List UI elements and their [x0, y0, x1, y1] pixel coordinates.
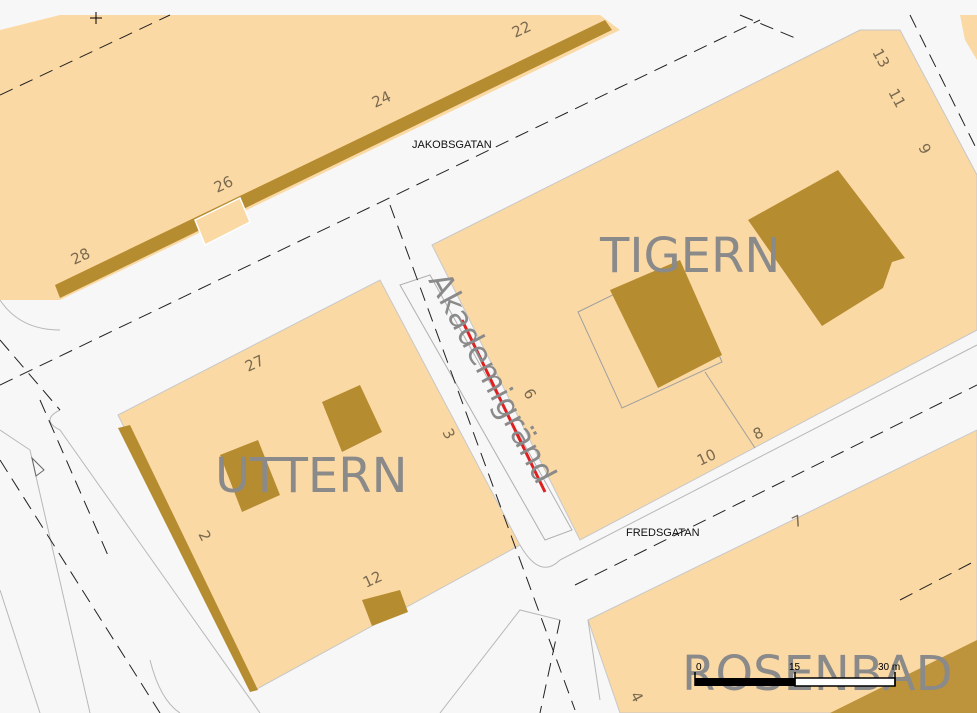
- selected-route[interactable]: [460, 319, 547, 493]
- block-label-uttern: UTTERN: [215, 448, 408, 504]
- lane-akademigrand: [399, 274, 573, 541]
- block-label-tigern: TIGERN: [599, 228, 780, 284]
- street-label-fredsgatan: FREDSGATAN: [626, 527, 700, 539]
- block-label-rosenbad: ROSENBAD: [682, 646, 953, 702]
- crosshair-icon: [90, 12, 102, 24]
- scale-label-0: 0: [696, 662, 702, 673]
- curbs: [0, 299, 977, 713]
- scale-label-15: 15: [789, 662, 801, 673]
- block-rosenbad: [587, 429, 977, 713]
- dashed-boundaries: [0, 14, 977, 713]
- block-north-jakobsgatan: [0, 15, 620, 300]
- block-tigern: [431, 29, 977, 541]
- road-marker: [31, 456, 45, 477]
- block-top-right: [960, 15, 977, 60]
- scale-bar: 0 15 30 m: [694, 662, 900, 687]
- street-label-jakobsgatan: JAKOBSGATAN: [412, 139, 492, 151]
- scale-label-30: 30 m: [878, 662, 900, 673]
- block-uttern: [117, 279, 521, 692]
